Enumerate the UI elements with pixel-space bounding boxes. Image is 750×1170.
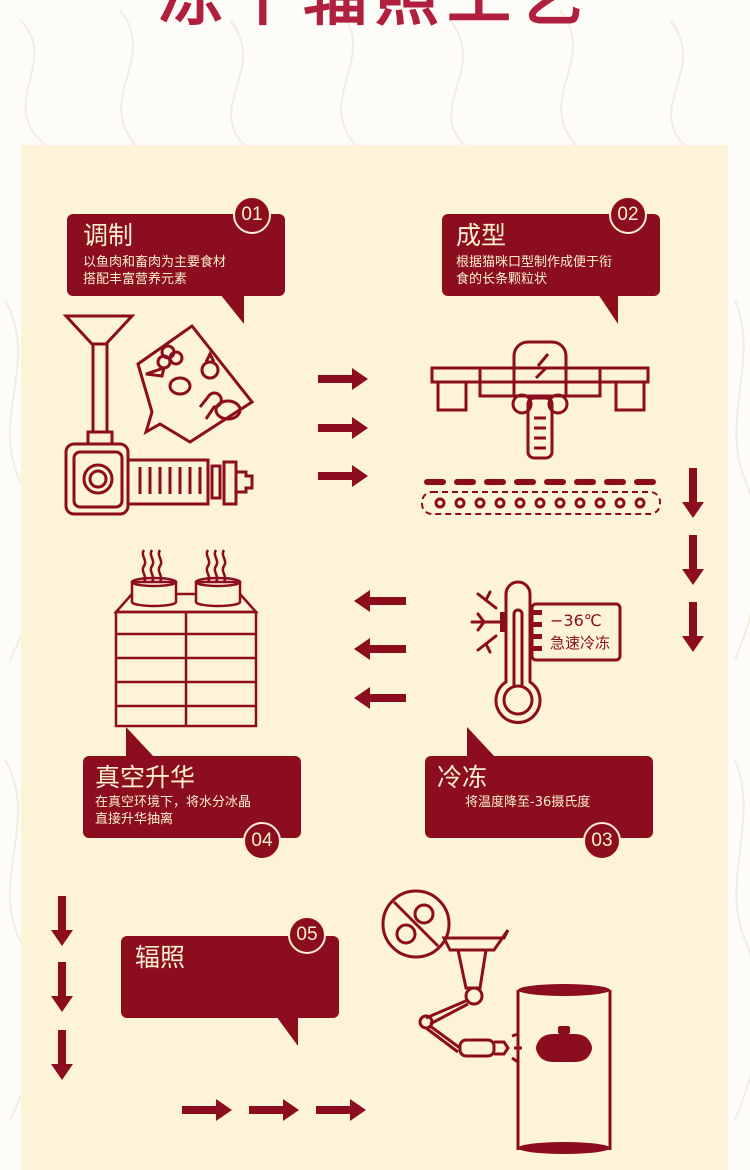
step-number-badge: 04 bbox=[243, 822, 281, 860]
thermometer-temp-label: −36℃ bbox=[550, 611, 602, 630]
left-arrow bbox=[354, 590, 406, 612]
step-number-badge: 01 bbox=[233, 196, 271, 234]
page-title: 冻干辐照工艺 bbox=[0, 0, 750, 30]
down-arrow bbox=[682, 535, 704, 585]
thermometer-text-label: 急速冷冻 bbox=[550, 634, 610, 652]
right-arrow bbox=[182, 1099, 232, 1121]
down-arrow bbox=[51, 896, 73, 946]
step-title: 冷冻 bbox=[437, 763, 488, 792]
bubble-tail bbox=[220, 294, 244, 324]
right-arrow bbox=[318, 368, 368, 390]
right-arrow bbox=[249, 1099, 299, 1121]
step-description-line: 在真空环境下，将水分冰晶 bbox=[95, 795, 252, 810]
down-arrow bbox=[682, 468, 704, 518]
left-arrow bbox=[354, 687, 406, 709]
step-bubble: 真空升华 在真空环境下，将水分冰晶 直接升华抽离 bbox=[83, 756, 301, 838]
step-description-line: 将温度降至-36摄氏度 bbox=[465, 795, 591, 810]
right-arrow bbox=[318, 465, 368, 487]
step-description-line: 食的长条颗粒状 bbox=[456, 272, 548, 287]
step-title: 辐照 bbox=[135, 943, 186, 972]
bubble-tail bbox=[467, 727, 495, 757]
step-title: 成型 bbox=[456, 221, 507, 250]
step-description-line: 搭配丰富营养元素 bbox=[83, 272, 188, 287]
bubble-tail bbox=[598, 294, 618, 324]
molding-machine-conveyor-icon bbox=[421, 340, 661, 515]
robot-arm-irradiation-icon bbox=[381, 889, 612, 1154]
left-arrow bbox=[354, 638, 406, 660]
right-arrow bbox=[318, 417, 368, 439]
bubble-tail bbox=[126, 727, 154, 757]
right-arrow bbox=[316, 1099, 366, 1121]
bubble-tail bbox=[276, 1016, 298, 1046]
down-arrow bbox=[682, 602, 704, 652]
grinder-with-ingredients-icon bbox=[62, 314, 255, 516]
down-arrow bbox=[51, 1030, 73, 1080]
thermometer-snowflake-icon: −36℃ 急速冷冻 bbox=[470, 580, 622, 724]
step-description-line: 直接升华抽离 bbox=[95, 812, 174, 827]
step-number-badge: 05 bbox=[288, 916, 326, 954]
step-description-line: 以鱼肉和畜肉为主要食材 bbox=[83, 255, 227, 270]
step-number-badge: 03 bbox=[583, 822, 621, 860]
step-title: 调制 bbox=[83, 221, 134, 250]
step-description-line: 根据猫咪口型制作成便于衔 bbox=[456, 255, 613, 270]
step-title: 真空升华 bbox=[95, 763, 196, 792]
vacuum-dryer-trays-icon bbox=[113, 549, 259, 728]
down-arrow bbox=[51, 962, 73, 1012]
step-number-badge: 02 bbox=[609, 196, 647, 234]
step-bubble: 冷冻 将温度降至-36摄氏度 bbox=[425, 756, 653, 838]
